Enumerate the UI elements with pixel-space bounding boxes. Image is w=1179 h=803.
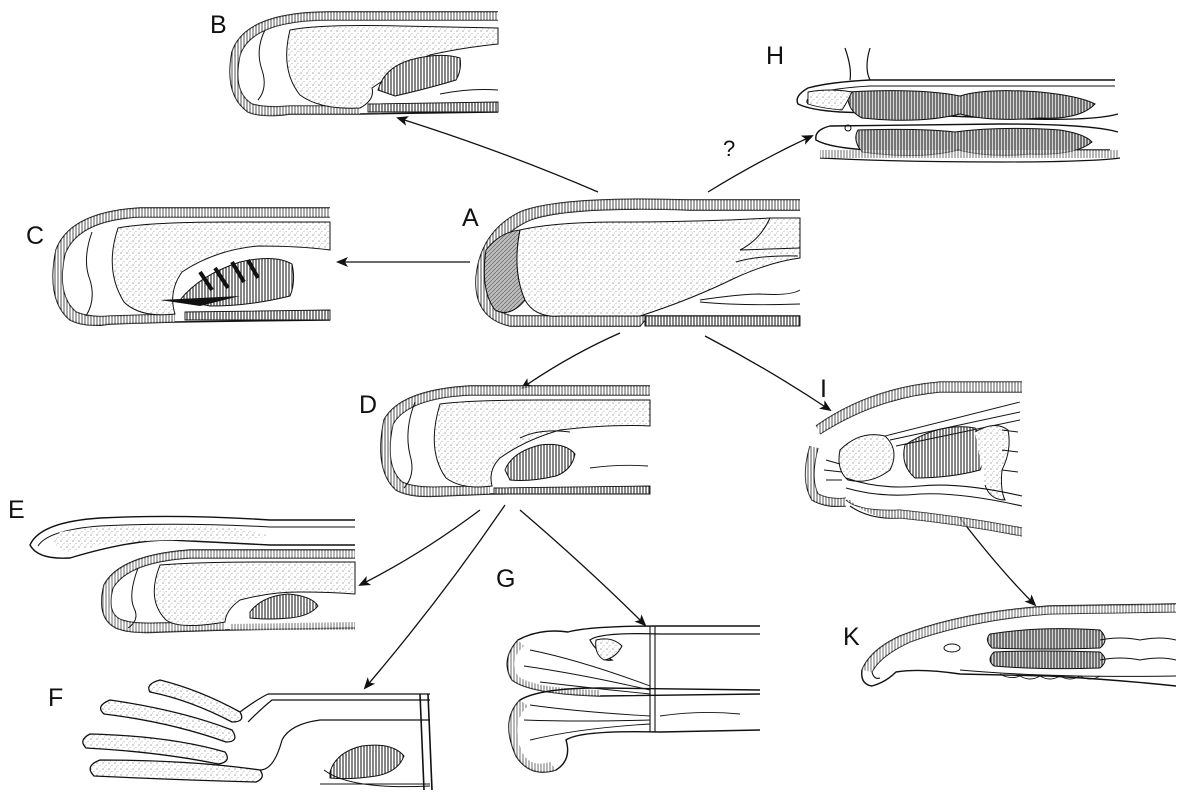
uncertain-question-mark: ? [723,138,735,160]
figure-i-mesoderm [839,435,894,482]
figure-g [507,626,760,772]
arrow-d-to-e [360,510,480,585]
label-a: A [462,206,479,231]
label-h: H [766,44,784,69]
arrow-a-to-d [522,333,620,388]
figure-f-lobe-4 [90,760,262,782]
label-e: E [8,498,25,523]
figure-e-muscle [250,594,318,619]
label-f: F [48,686,63,711]
figure-a-mesoderm [517,218,800,316]
figure-k [862,604,1176,686]
figure-f [83,680,432,790]
label-c: C [26,224,44,249]
arrow-d-to-f [365,505,505,688]
figure-k-muscle-lower [990,651,1105,669]
figure-b-mesoderm [287,26,498,109]
figure-d [381,386,650,496]
figure-h [797,48,1120,162]
label-b: B [210,13,227,38]
label-d: D [359,393,377,418]
figure-e-upper-lobe [54,526,268,552]
figure-d-muscle [505,444,575,480]
label-i: I [820,377,827,402]
arrow-a-to-b [398,118,598,192]
figure-h-upper-muscle [848,91,1095,121]
figure-b [230,12,498,116]
figure-i [805,382,1022,536]
figure-k-muscle-upper [987,629,1105,649]
figure-a [476,199,800,326]
figure-g-lower-lobe [509,688,760,772]
figure-e [30,516,355,632]
label-g: G [496,567,515,592]
arrow-a-to-i [705,336,830,410]
label-k: K [843,625,860,650]
figure-c [53,208,330,325]
figure-f-muscle [330,745,404,779]
arrow-d-to-g [520,510,645,625]
